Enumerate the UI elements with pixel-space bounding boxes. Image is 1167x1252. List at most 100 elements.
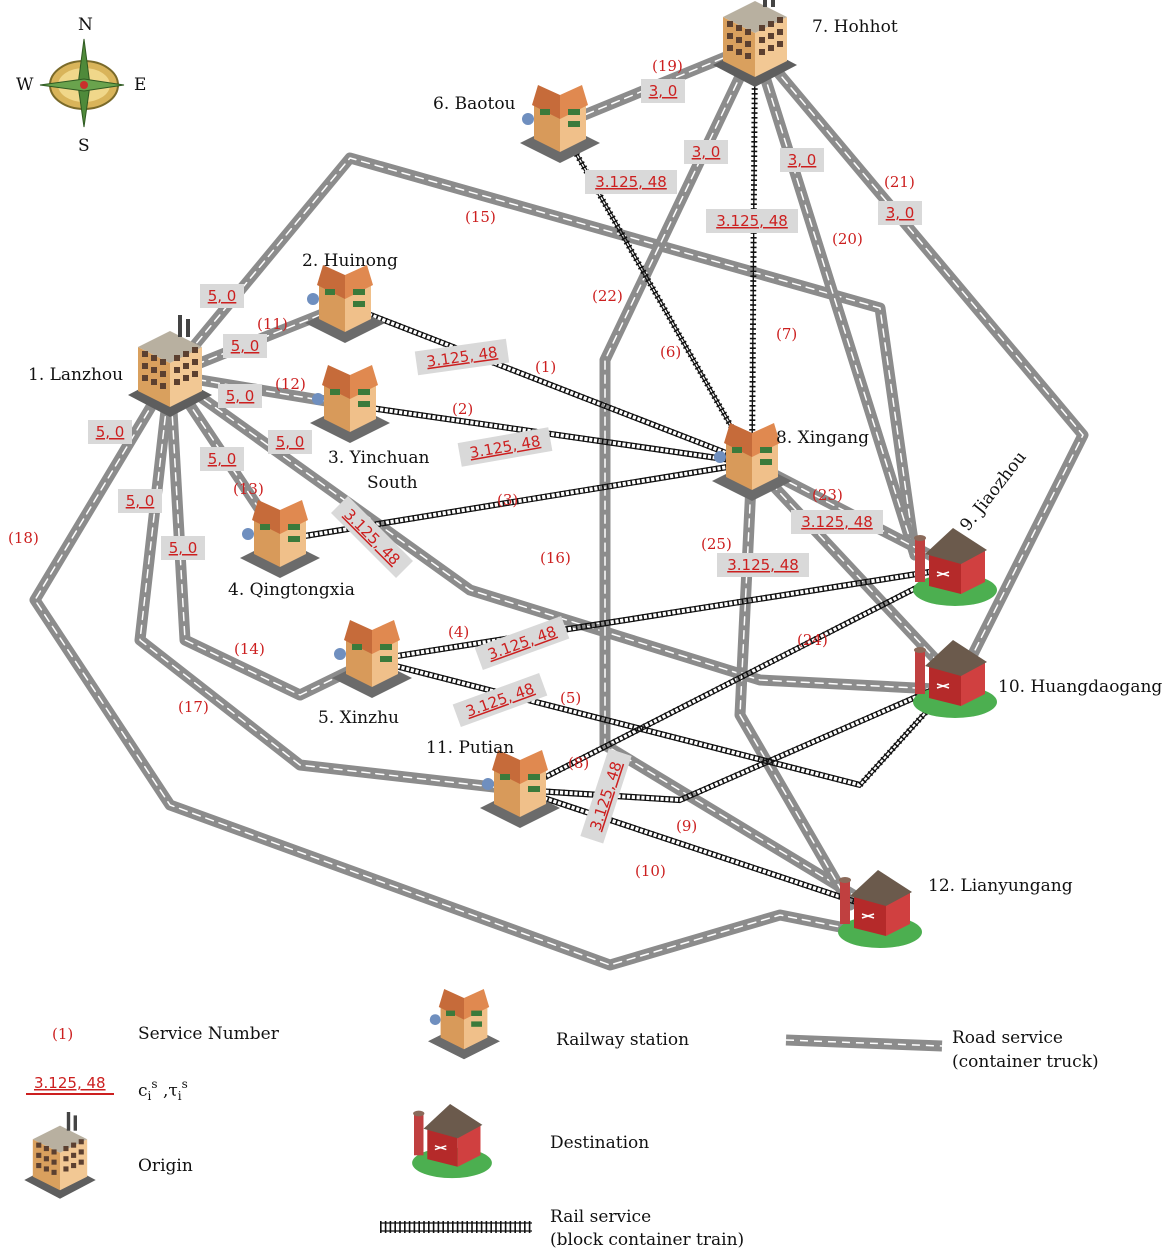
svg-text:3.125, 48: 3.125, 48	[801, 513, 873, 531]
cost-label: 5, 0	[223, 334, 267, 358]
node-5	[332, 620, 412, 698]
rail-ties	[343, 302, 754, 466]
railway-station-icon	[310, 365, 390, 443]
legend-road-sample	[785, 1034, 943, 1052]
rail-track	[519, 786, 881, 909]
service-number: (17)	[178, 698, 209, 716]
destination-barn-icon	[838, 870, 922, 948]
cost-label: 5, 0	[88, 420, 132, 444]
svg-text:3.125, 48: 3.125, 48	[716, 212, 788, 230]
railway-station-icon	[305, 265, 385, 343]
cost-label: 3, 0	[780, 148, 824, 172]
rail-ties	[519, 677, 957, 804]
compass-e: E	[134, 75, 146, 95]
svg-text:3.125, 48: 3.125, 48	[463, 679, 536, 720]
service-number: (1)	[535, 358, 556, 376]
rail-track	[519, 569, 956, 794]
service-number: (22)	[592, 287, 623, 305]
cost-label: 3.125, 48	[414, 338, 510, 376]
cost-label: 3.125, 48	[706, 209, 798, 233]
rail-track	[371, 661, 956, 789]
node-labels: 1. Lanzhou 2. Huinong 3. Yinchuan South …	[28, 17, 1162, 896]
rail-track	[519, 676, 956, 799]
svg-text:3, 0: 3, 0	[886, 204, 915, 222]
cost-label: 3.125, 48	[585, 170, 677, 194]
rail-services	[279, 42, 958, 914]
service-number: (8)	[568, 754, 589, 772]
node-label-yinchuan: 3. Yinchuan	[328, 448, 429, 468]
rail-track	[349, 406, 753, 467]
railway-station-icon	[240, 500, 320, 578]
road-services	[29, 39, 1089, 971]
legend-service-number-sample: (1)	[52, 1025, 73, 1043]
legend-origin-label: Origin	[138, 1156, 193, 1176]
service-number: (20)	[832, 230, 863, 248]
origin-factory-icon	[128, 315, 212, 417]
node-label-huangdaogang: 10. Huangdaogang	[998, 677, 1162, 697]
node-label-putian: 11. Putian	[426, 738, 514, 758]
service-number: (6)	[660, 343, 681, 361]
service-number: (3)	[497, 491, 518, 509]
svg-text:3.125, 48: 3.125, 48	[727, 556, 799, 574]
node-11	[480, 750, 560, 828]
legend-origin-icon	[24, 1112, 96, 1199]
rail-track	[519, 681, 956, 804]
railway-station-icon	[520, 85, 600, 163]
compass-n: N	[78, 15, 93, 35]
road-centerline	[751, 462, 956, 681]
cost-label: 5, 0	[161, 536, 205, 560]
node-7	[713, 0, 797, 87]
svg-text:5, 0: 5, 0	[276, 433, 305, 451]
rail-track	[751, 47, 756, 466]
legend-cost-sample: 3.125, 48	[34, 1074, 106, 1092]
svg-text:3, 0: 3, 0	[692, 143, 721, 161]
svg-text:5, 0: 5, 0	[208, 450, 237, 468]
railway-station-icon	[332, 620, 412, 698]
legend-road-label-2: (container truck)	[952, 1052, 1099, 1072]
node-8	[712, 423, 792, 501]
svg-text:3.125, 48: 3.125, 48	[485, 622, 558, 663]
nodes	[128, 0, 997, 948]
road-centerline	[604, 44, 871, 906]
railway-station-icon	[480, 750, 560, 828]
node-12	[838, 870, 922, 948]
cost-label: 5, 0	[200, 447, 244, 471]
rail-ties	[519, 787, 881, 913]
service-number: (9)	[676, 817, 697, 835]
legend-rail-label-2: (block container train)	[550, 1230, 744, 1250]
svg-text:5, 0: 5, 0	[96, 423, 125, 441]
service-number: (16)	[540, 549, 571, 567]
svg-text:5, 0: 5, 0	[231, 337, 260, 355]
node-label-lianyungang: 12. Lianyungang	[928, 876, 1073, 896]
legend-destination-label: Destination	[550, 1133, 649, 1153]
legend-station-label: Railway station	[556, 1030, 689, 1050]
service-number: (14)	[234, 640, 265, 658]
service-number: (7)	[776, 325, 797, 343]
svg-text:5, 0: 5, 0	[208, 287, 237, 305]
legend-rail-sample	[380, 1221, 532, 1233]
compass-w: W	[16, 75, 34, 95]
cost-label: 3.125, 48	[717, 553, 809, 577]
service-number: (25)	[701, 535, 732, 553]
railway-station-icon	[712, 423, 792, 501]
rail-track	[519, 791, 881, 914]
road-centerline	[169, 374, 956, 691]
legend-service-number-label: Service Number	[138, 1024, 280, 1044]
cost-label: 3, 0	[641, 79, 685, 103]
node-label-yinchuan-south: South	[367, 473, 418, 493]
node-label-huinong: 2. Huinong	[302, 251, 398, 271]
service-number: (11)	[257, 315, 288, 333]
legend-rail-label-1: Rail service	[550, 1207, 651, 1227]
node-2	[305, 265, 385, 343]
destination-barn-icon	[412, 1104, 492, 1179]
node-1	[128, 315, 212, 417]
cost-label: 3, 0	[684, 140, 728, 164]
svg-text:5, 0: 5, 0	[126, 492, 155, 510]
cost-label: 3.125, 48	[791, 510, 883, 534]
rail-ties	[279, 460, 753, 543]
service-number: (19)	[652, 57, 683, 75]
node-label-xingang: 8. Xingang	[776, 428, 869, 448]
svg-text:5, 0: 5, 0	[169, 539, 198, 557]
destination-barn-icon	[913, 528, 997, 606]
